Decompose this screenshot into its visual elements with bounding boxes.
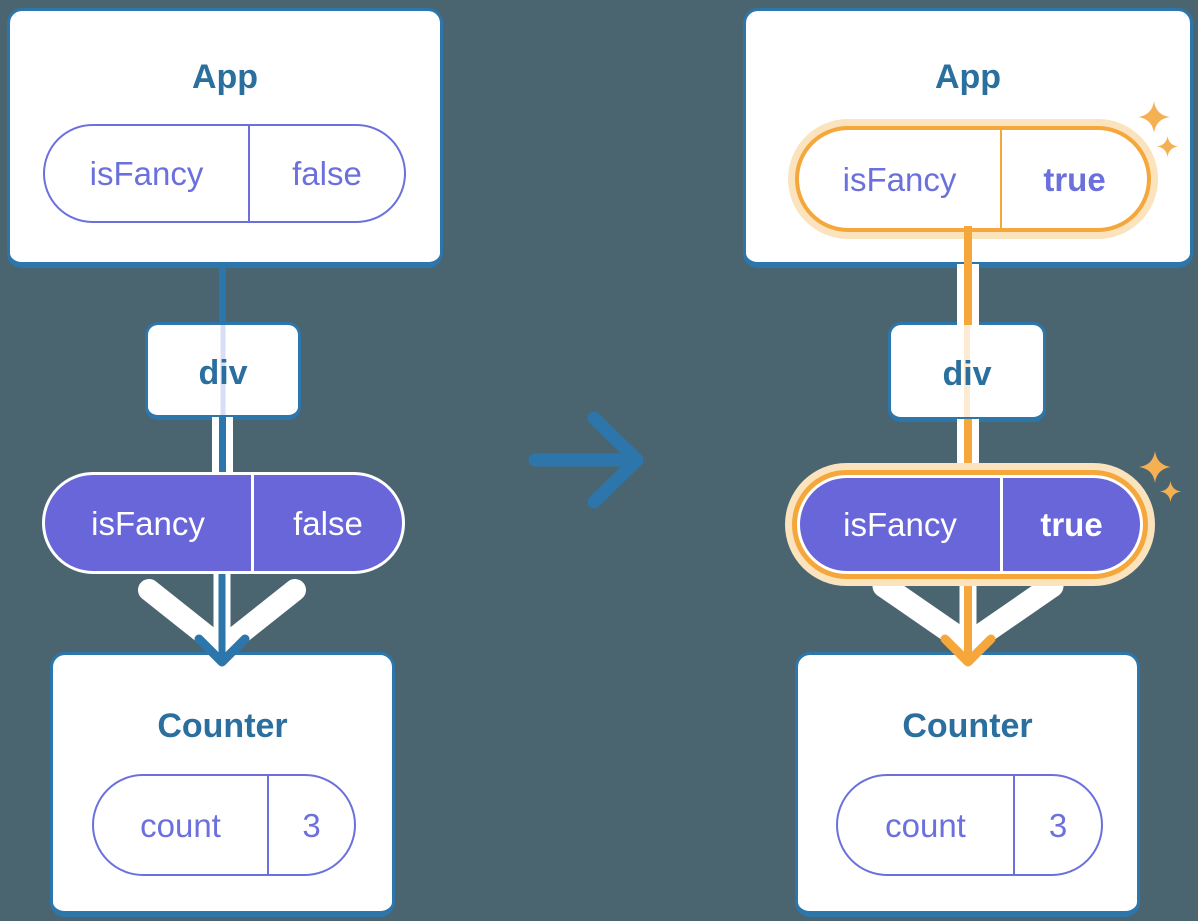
sparkle-icon [1160, 481, 1181, 502]
after-counter-state-pill: count 3 [836, 774, 1103, 876]
before-app-card: App isFancy false [7, 8, 443, 268]
before-div-title: div [198, 354, 248, 392]
before-app-state-pill: isFancy false [43, 124, 406, 223]
state-value-label: 3 [1048, 806, 1068, 844]
after-app-state-pill: isFancy true [795, 126, 1151, 232]
sparkle-icon [1157, 136, 1178, 157]
after-prop-trace-line [964, 325, 970, 417]
transition-arrow-icon [528, 411, 644, 509]
before-connector-app-to-div [219, 264, 226, 325]
before-counter-card: Counter count 3 [50, 652, 395, 917]
after-counter-card: Counter count 3 [795, 652, 1140, 917]
sparkle-icon [1138, 101, 1170, 133]
after-div-card: div [888, 322, 1046, 422]
state-value-label: 3 [302, 806, 321, 844]
after-counter-title: Counter [902, 707, 1033, 745]
prop-value-label: true [1040, 506, 1103, 543]
state-value-label: false [292, 155, 362, 192]
before-connector-div-to-prop [212, 417, 233, 475]
state-value-label: true [1043, 160, 1106, 198]
after-prop-arrow-icon [872, 572, 1064, 667]
state-name-label: count [838, 776, 1015, 874]
after-passed-prop-pill: isFancy true [797, 475, 1143, 574]
before-prop-trace-line [220, 325, 226, 415]
before-div-card: div [145, 322, 301, 420]
after-app-card: App isFancy true [743, 8, 1193, 268]
prop-name-label: isFancy [45, 475, 254, 571]
after-connector-div-to-prop [957, 419, 979, 471]
after-div-title: div [942, 355, 992, 393]
before-prop-arrow-icon [138, 572, 306, 667]
prop-value-label: false [293, 504, 363, 542]
prop-name-label: isFancy [800, 478, 1003, 571]
before-app-title: App [191, 58, 259, 96]
sparkle-icon [1139, 451, 1171, 483]
state-name-label: isFancy [799, 130, 1002, 228]
after-connector-pill-to-card-edge [964, 226, 972, 268]
before-passed-prop-pill: isFancy false [42, 472, 405, 574]
after-connector-app-to-div [957, 264, 979, 325]
state-name-label: count [94, 776, 269, 874]
before-counter-title: Counter [157, 707, 288, 745]
state-name-label: isFancy [45, 126, 250, 221]
after-app-title: App [934, 58, 1002, 96]
before-counter-state-pill: count 3 [92, 774, 356, 876]
